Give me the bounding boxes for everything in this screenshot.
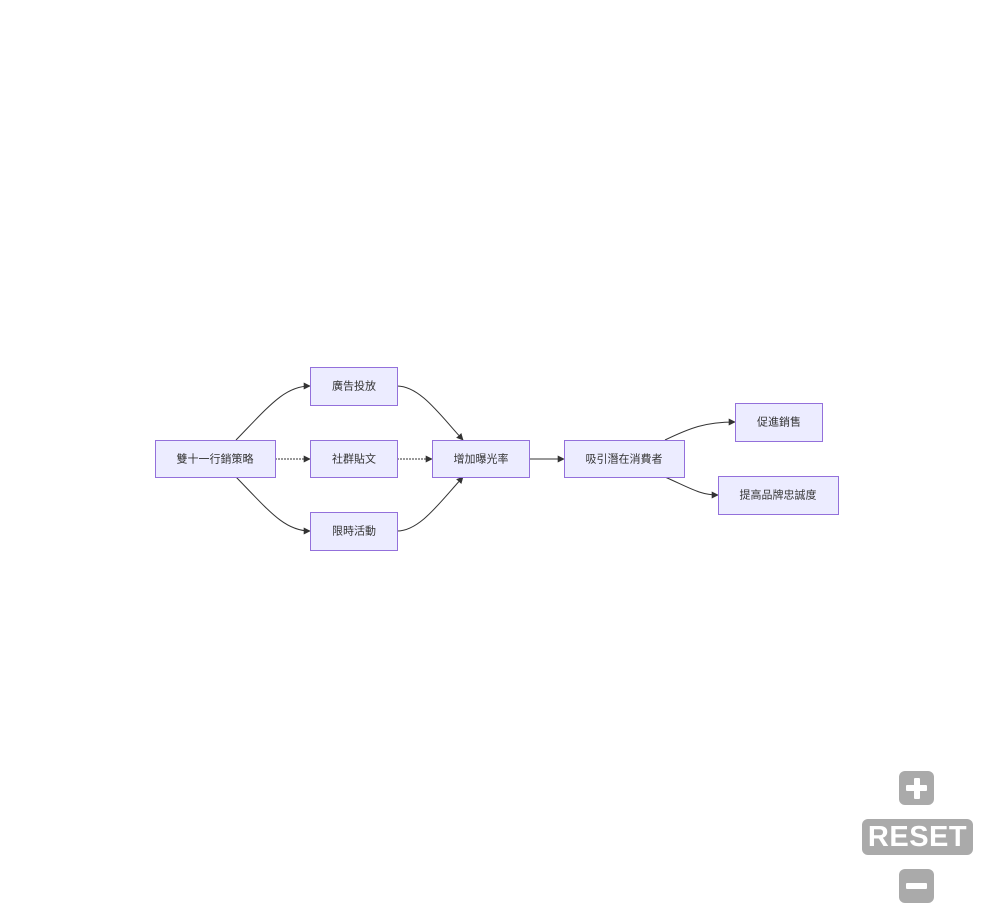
edge-f-g [664,418,736,441]
node-g[interactable]: 促進銷售 [735,403,823,442]
edge-d-e [396,476,464,532]
node-c[interactable]: 社群貼文 [310,440,398,478]
node-label: 限時活動 [332,524,376,538]
zoom-in-button[interactable] [899,771,934,805]
node-a[interactable]: 雙十一行銷策略 [155,440,276,478]
node-label: 社群貼文 [332,452,376,466]
node-label: 雙十一行銷策略 [177,452,254,466]
node-h[interactable]: 提高品牌忠誠度 [718,476,839,515]
node-label: 促進銷售 [757,415,801,429]
plus-icon [906,777,927,799]
edge-b-e [396,385,464,441]
node-e[interactable]: 增加曝光率 [432,440,530,478]
minus-icon [906,883,927,889]
node-f[interactable]: 吸引潛在消費者 [564,440,685,478]
edge-a-d [235,476,311,535]
node-label: 廣告投放 [332,379,376,393]
node-label: 吸引潛在消費者 [586,452,663,466]
edges [235,382,736,535]
edge-a-b [235,382,311,441]
reset-button[interactable]: RESET [862,819,973,855]
node-b[interactable]: 廣告投放 [310,367,398,406]
zoom-out-button[interactable] [899,869,934,903]
edge-f-h [664,476,719,499]
node-d[interactable]: 限時活動 [310,512,398,551]
node-label: 增加曝光率 [454,452,509,466]
node-label: 提高品牌忠誠度 [740,488,817,502]
